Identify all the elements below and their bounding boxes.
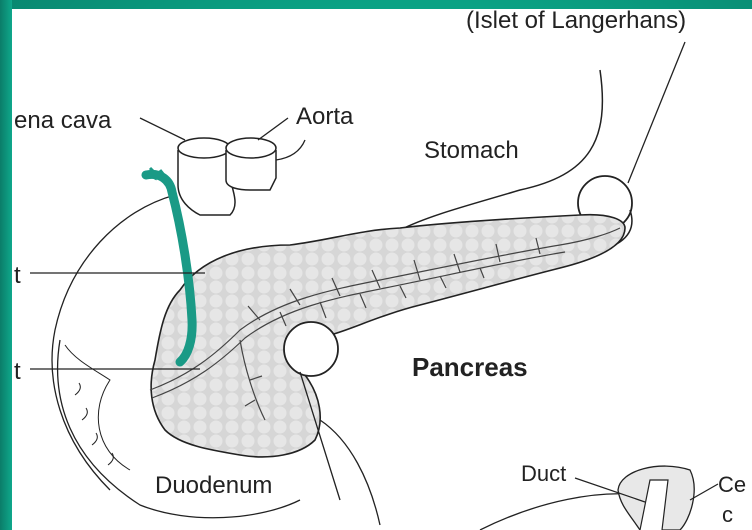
- aorta-pointer: [258, 118, 288, 140]
- vena-cava-label: ena cava: [14, 107, 112, 134]
- cut-label-right-upper: Ce: [718, 472, 746, 497]
- acinus-callout-circle: [284, 322, 338, 376]
- duct-label: Duct: [521, 461, 566, 486]
- pancreas-label: Pancreas: [412, 352, 528, 382]
- aorta-label: Aorta: [296, 103, 354, 130]
- liver-outline: [52, 195, 175, 490]
- stomach-label: Stomach: [424, 137, 519, 164]
- duodenum-folds: [75, 383, 113, 465]
- islet-pointer: [628, 42, 685, 183]
- pancreas-body: [151, 215, 625, 457]
- great-vessels: [178, 138, 305, 215]
- pancreas-anatomy-diagram: (Islet of Langerhans) ena cava Aorta Sto…: [12, 9, 752, 530]
- vena-cava-pointer: [140, 118, 185, 140]
- cut-label-lower: t: [14, 358, 21, 385]
- islet-label: (Islet of Langerhans): [466, 9, 686, 34]
- diagram-panel: (Islet of Langerhans) ena cava Aorta Sto…: [12, 9, 752, 530]
- cut-label-upper: t: [14, 262, 21, 289]
- acinus-inset: [480, 466, 718, 530]
- cut-label-right-lower: c: [722, 502, 733, 527]
- duodenum-inner: [65, 345, 130, 470]
- duodenum-label: Duodenum: [155, 472, 272, 499]
- panel-left-edge: [0, 0, 12, 530]
